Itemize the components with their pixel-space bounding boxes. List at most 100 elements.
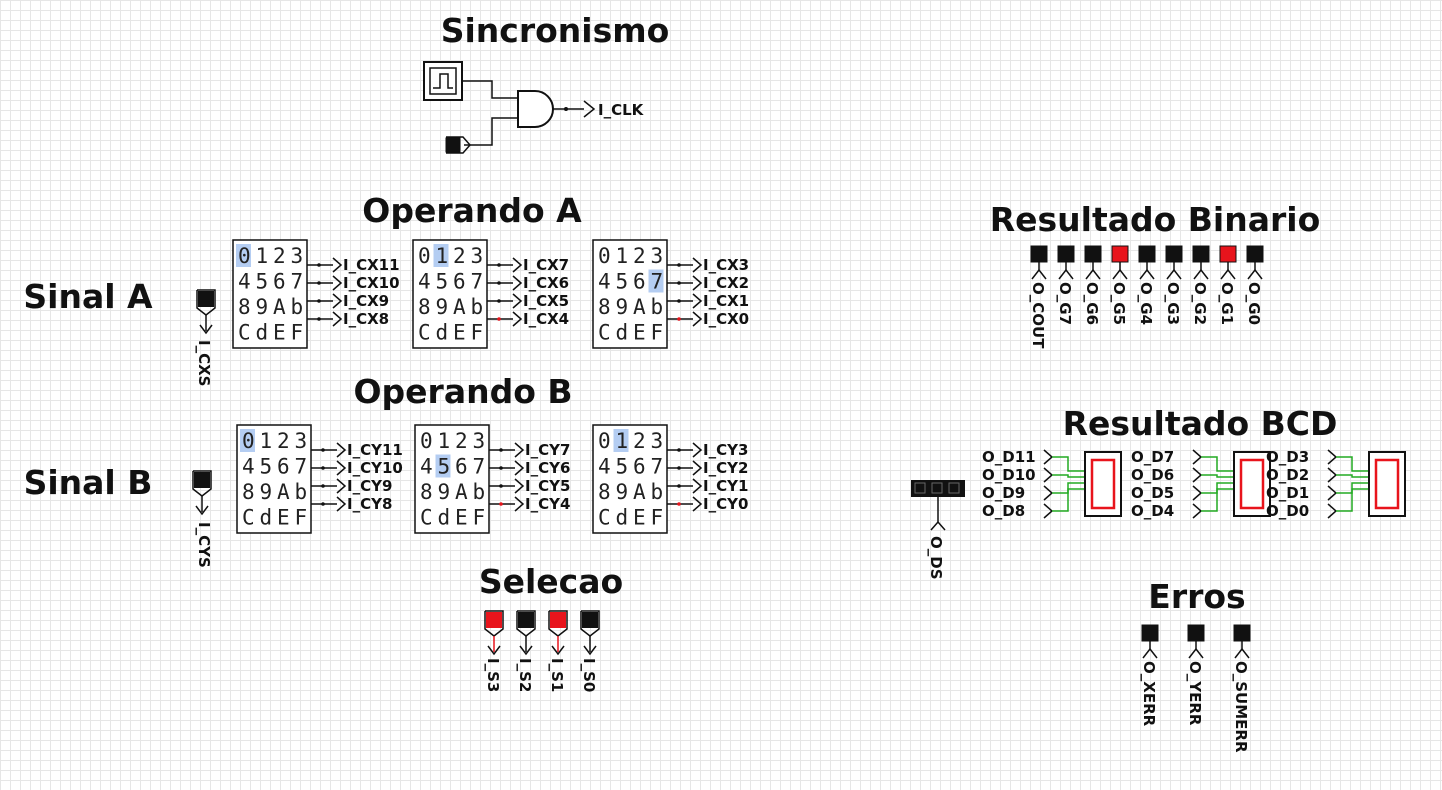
keypad-key[interactable]: 9 — [256, 295, 269, 319]
keypad-key[interactable]: d — [256, 321, 269, 345]
keypad-key[interactable]: 9 — [616, 295, 629, 319]
sign-a-square[interactable] — [198, 291, 214, 307]
keypad-key[interactable]: 7 — [473, 455, 486, 479]
keypad-key[interactable]: 8 — [418, 295, 431, 319]
keypad-key[interactable]: b — [473, 480, 486, 504]
keypad-key[interactable]: 5 — [616, 455, 629, 479]
selection-pin-i_s3[interactable]: I_S3 — [484, 610, 504, 692]
keypad-key[interactable]: 2 — [633, 429, 646, 453]
keypad-key[interactable]: 1 — [260, 429, 273, 453]
keypad-key[interactable]: 1 — [438, 429, 451, 453]
keypad-key[interactable]: d — [438, 506, 451, 530]
keypad-key[interactable]: b — [651, 480, 664, 504]
keypad-key[interactable]: C — [598, 506, 611, 530]
keypad-key[interactable]: 6 — [633, 270, 646, 294]
keypad-key[interactable]: 7 — [295, 455, 308, 479]
keypad-key[interactable]: 0 — [420, 429, 433, 453]
clock-generator[interactable] — [423, 61, 463, 101]
keypad-key[interactable]: 9 — [260, 480, 273, 504]
enable-input-pin[interactable] — [445, 136, 471, 154]
keypad-key[interactable]: 6 — [277, 455, 290, 479]
sign-b-square[interactable] — [194, 472, 210, 488]
keypad-key[interactable]: C — [418, 321, 431, 345]
keypad-key[interactable]: b — [291, 295, 304, 319]
keypad-key[interactable]: 0 — [242, 429, 255, 453]
keypad-key[interactable]: A — [633, 480, 646, 504]
keypad-key[interactable]: A — [453, 295, 466, 319]
keypad-key[interactable]: 3 — [291, 244, 304, 268]
keypad-key[interactable]: 1 — [616, 429, 629, 453]
keypad-key[interactable]: 1 — [256, 244, 269, 268]
keypad-key[interactable]: F — [471, 321, 484, 345]
keypad-key[interactable]: F — [473, 506, 486, 530]
keypad-key[interactable]: C — [242, 506, 255, 530]
keypad-key[interactable]: 0 — [238, 244, 251, 268]
sign-a-pin[interactable] — [196, 289, 216, 335]
selection-pin-square[interactable] — [486, 612, 502, 628]
enable-pin-square[interactable] — [445, 137, 461, 153]
keypad-key[interactable]: E — [453, 321, 466, 345]
keypad-key[interactable]: C — [598, 321, 611, 345]
keypad-key[interactable]: 7 — [651, 270, 664, 294]
keypad-key[interactable]: 9 — [616, 480, 629, 504]
keypad-key[interactable]: 9 — [438, 480, 451, 504]
keypad-key[interactable]: A — [455, 480, 468, 504]
keypad-key[interactable]: 1 — [436, 244, 449, 268]
keypad-key[interactable]: 1 — [616, 244, 629, 268]
keypad-key[interactable]: b — [471, 295, 484, 319]
keypad-key[interactable]: d — [616, 321, 629, 345]
keypad-key[interactable]: 4 — [420, 455, 433, 479]
keypad-key[interactable]: 3 — [473, 429, 486, 453]
keypad-key[interactable]: 3 — [471, 244, 484, 268]
keypad-key[interactable]: 7 — [651, 455, 664, 479]
keypad-key[interactable]: E — [633, 321, 646, 345]
keypad-key[interactable]: 9 — [436, 295, 449, 319]
keypad-key[interactable]: F — [295, 506, 308, 530]
keypad-key[interactable]: 2 — [273, 244, 286, 268]
keypad-key[interactable]: E — [633, 506, 646, 530]
keypad-key[interactable]: 0 — [598, 244, 611, 268]
sign-b-pin[interactable] — [192, 470, 212, 516]
keypad-key[interactable]: A — [633, 295, 646, 319]
keypad-key[interactable]: 8 — [238, 295, 251, 319]
keypad-key[interactable]: d — [260, 506, 273, 530]
keypad-key[interactable]: 0 — [598, 429, 611, 453]
keypad-key[interactable]: 8 — [598, 480, 611, 504]
keypad-key[interactable]: E — [277, 506, 290, 530]
keypad-key[interactable]: 3 — [651, 429, 664, 453]
keypad-key[interactable]: F — [291, 321, 304, 345]
keypad-key[interactable]: 6 — [455, 455, 468, 479]
keypad-key[interactable]: 4 — [418, 270, 431, 294]
keypad-key[interactable]: 0 — [418, 244, 431, 268]
keypad-key[interactable]: d — [616, 506, 629, 530]
selection-pin-square[interactable] — [550, 612, 566, 628]
keypad-key[interactable]: 6 — [453, 270, 466, 294]
selection-pin-i_s1[interactable]: I_S1 — [548, 610, 568, 692]
keypad-key[interactable]: 3 — [295, 429, 308, 453]
keypad-key[interactable]: 3 — [651, 244, 664, 268]
keypad-key[interactable]: 4 — [238, 270, 251, 294]
keypad-key[interactable]: 7 — [291, 270, 304, 294]
keypad-key[interactable]: 4 — [242, 455, 255, 479]
keypad-key[interactable]: 4 — [598, 455, 611, 479]
keypad-key[interactable]: 2 — [455, 429, 468, 453]
selection-pin-square[interactable] — [582, 612, 598, 628]
keypad-key[interactable]: C — [238, 321, 251, 345]
keypad-key[interactable]: C — [420, 506, 433, 530]
keypad-key[interactable]: 2 — [633, 244, 646, 268]
keypad-key[interactable]: E — [273, 321, 286, 345]
keypad-key[interactable]: b — [651, 295, 664, 319]
keypad-key[interactable]: 2 — [277, 429, 290, 453]
keypad-key[interactable]: F — [651, 506, 664, 530]
keypad-key[interactable]: 6 — [273, 270, 286, 294]
keypad-key[interactable]: b — [295, 480, 308, 504]
keypad-key[interactable]: A — [273, 295, 286, 319]
keypad-key[interactable]: A — [277, 480, 290, 504]
keypad-key[interactable]: 4 — [598, 270, 611, 294]
